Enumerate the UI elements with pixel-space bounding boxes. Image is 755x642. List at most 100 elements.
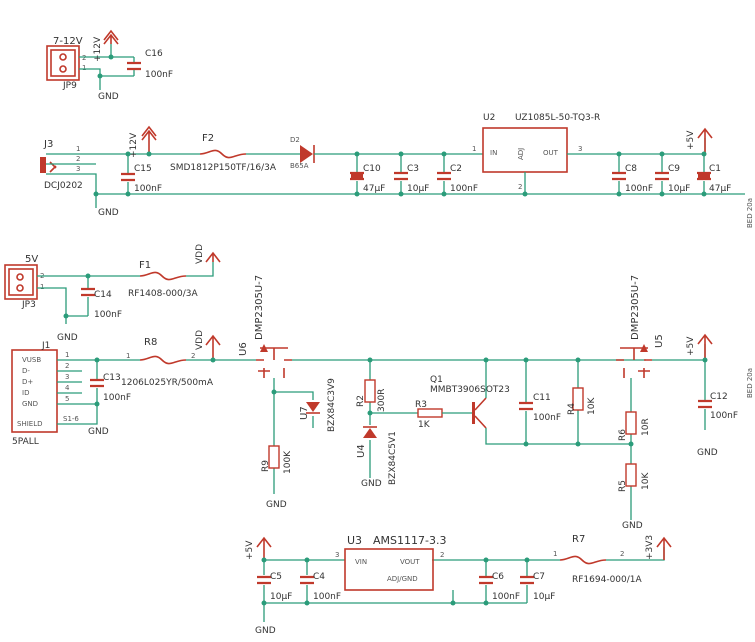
svg-text:2: 2: [76, 155, 80, 163]
svg-text:C9: C9: [668, 164, 680, 174]
svg-text:R3: R3: [415, 400, 427, 410]
c12-capacitor[interactable]: C12 100nF: [698, 392, 738, 421]
jp3-connector[interactable]: 5V JP3 2 1: [4, 254, 44, 310]
svg-text:4: 4: [65, 384, 70, 392]
c15-capacitor[interactable]: C15 100nF: [121, 154, 162, 194]
plus5v-symbol-3: +5V: [245, 536, 272, 560]
c5-capacitor[interactable]: C5 10µF: [257, 572, 292, 602]
c8-capacitor[interactable]: C8 100nF: [612, 154, 653, 194]
c11-capacitor[interactable]: C11 100nF: [519, 393, 561, 423]
svg-text:C11: C11: [533, 393, 551, 403]
svg-text:300R: 300R: [377, 389, 387, 412]
c16-capacitor[interactable]: C16 100nF: [127, 49, 173, 80]
r2-resistor[interactable]: R2 300R: [356, 379, 387, 412]
svg-text:VOUT: VOUT: [400, 558, 420, 566]
r7-ptc[interactable]: R7 RF1694-000/1A 1 2: [553, 534, 643, 585]
svg-text:10µF: 10µF: [533, 592, 555, 602]
svg-text:100nF: 100nF: [625, 184, 653, 194]
u6-mosfet[interactable]: U6 DMP2305U-7: [238, 275, 292, 378]
svg-text:10µF: 10µF: [668, 184, 690, 194]
svg-text:1: 1: [553, 550, 557, 558]
svg-text:F2: F2: [202, 133, 214, 144]
svg-text:3: 3: [335, 551, 339, 559]
svg-text:OUT: OUT: [543, 149, 559, 157]
svg-text:10µF: 10µF: [270, 592, 292, 602]
svg-text:+3V3: +3V3: [645, 535, 655, 560]
jp9-connector[interactable]: 7-12V JP9 2 1: [46, 36, 86, 91]
r8-ptc[interactable]: R8 1206L025YR/500mA 1 2: [121, 337, 214, 388]
svg-text:J1: J1: [41, 341, 50, 351]
u2-regulator[interactable]: IN ADJ OUT U2 UZ1085L-50-TQ3-R 1 2 3: [472, 113, 600, 191]
svg-text:2: 2: [518, 183, 522, 191]
u5-mosfet[interactable]: U5 DMP2305U-7: [616, 275, 665, 378]
svg-text:R5: R5: [618, 480, 628, 492]
edge-text-a: BED 20a: [746, 198, 754, 228]
c9-capacitor[interactable]: C9 10µF: [655, 154, 690, 194]
svg-text:2: 2: [620, 550, 624, 558]
c6-capacitor[interactable]: C6 100nF: [479, 572, 520, 602]
svg-text:U2: U2: [483, 113, 495, 123]
c2-capacitor[interactable]: C2 100nF: [437, 154, 478, 194]
svg-text:+5V: +5V: [686, 336, 696, 356]
plus5v-symbol-2: +5V: [686, 333, 713, 360]
svg-text:1: 1: [65, 351, 69, 359]
u3-regulator[interactable]: VIN VOUT ADJ/GND U3 AMS1117-3.3 3 2: [335, 534, 446, 591]
svg-text:1206L025YR/500mA: 1206L025YR/500mA: [121, 378, 214, 388]
svg-text:GND: GND: [255, 626, 276, 636]
svg-text:C3: C3: [407, 164, 419, 174]
f2-fuse[interactable]: F2 SMD1812P150TF/16/3A: [170, 133, 277, 173]
vdd-symbol-1: VDD: [195, 244, 221, 264]
svg-text:C16: C16: [145, 49, 163, 59]
svg-text:Q1: Q1: [430, 375, 443, 385]
d2-diode[interactable]: D2 B65A: [290, 136, 315, 170]
r6-resistor[interactable]: R6 10R: [618, 411, 651, 441]
j1-usb-connector[interactable]: VUSB D- D+ ID GND SHIELD J1 5PALL 1 2 3 …: [11, 341, 79, 447]
svg-text:DMP2305U-7: DMP2305U-7: [630, 275, 641, 340]
svg-text:10R: 10R: [641, 418, 651, 436]
svg-text:1: 1: [40, 283, 44, 291]
svg-text:5: 5: [65, 395, 69, 403]
svg-text:GND: GND: [266, 500, 287, 510]
plus5v-symbol-1: +5V: [686, 127, 713, 154]
svg-text:GND: GND: [22, 400, 38, 408]
svg-text:RF1694-000/1A: RF1694-000/1A: [572, 575, 643, 585]
svg-text:100nF: 100nF: [103, 393, 131, 403]
svg-text:DCJ0202: DCJ0202: [44, 181, 83, 191]
c10-capacitor[interactable]: C10 47µF: [350, 154, 385, 194]
svg-text:+5V: +5V: [686, 130, 696, 150]
svg-text:2: 2: [65, 362, 69, 370]
svg-text:GND: GND: [88, 427, 109, 437]
svg-text:F1: F1: [139, 260, 151, 271]
r3-resistor[interactable]: R3 1K: [415, 400, 443, 430]
svg-text:RF1408-000/3A: RF1408-000/3A: [128, 289, 199, 299]
r9-resistor[interactable]: R9 100K: [261, 445, 293, 474]
svg-text:R7: R7: [572, 534, 585, 545]
junction-dots: [63, 54, 708, 606]
svg-text:ID: ID: [22, 389, 29, 397]
u4-zener[interactable]: U4 BZX84C5V1: [356, 426, 398, 485]
c13-capacitor[interactable]: C13 100nF: [90, 373, 131, 403]
c3-capacitor[interactable]: C3 10µF: [394, 154, 429, 194]
svg-text:5V: 5V: [25, 254, 38, 265]
c1-capacitor[interactable]: C1 47µF: [697, 154, 731, 194]
c14-capacitor[interactable]: C14 100nF: [81, 287, 122, 320]
svg-text:1K: 1K: [418, 420, 431, 430]
c7-capacitor[interactable]: C7 10µF: [520, 572, 555, 602]
svg-text:BZX84C5V1: BZX84C5V1: [388, 431, 398, 485]
f1-fuse[interactable]: F1 RF1408-000/3A: [128, 260, 199, 299]
u7-zener[interactable]: U7 BZX84C3V9: [299, 378, 337, 432]
q1-transistor[interactable]: Q1 MMBT3906SOT23: [430, 375, 510, 429]
c4-capacitor[interactable]: C4 100nF: [300, 572, 341, 602]
svg-text:C1: C1: [709, 164, 721, 174]
svg-text:D2: D2: [290, 136, 300, 144]
svg-text:U6: U6: [238, 342, 249, 356]
r5-resistor[interactable]: R5 10K: [618, 463, 651, 492]
svg-text:47µF: 47µF: [709, 184, 731, 194]
svg-text:MMBT3906SOT23: MMBT3906SOT23: [430, 385, 510, 395]
svg-text:R2: R2: [356, 395, 366, 407]
svg-text:VUSB: VUSB: [22, 356, 41, 364]
svg-text:GND: GND: [361, 479, 382, 489]
j3-dc-jack[interactable]: J3 DCJ0202 1 2 3: [40, 139, 83, 191]
r4-resistor[interactable]: R4 10K: [567, 387, 597, 415]
